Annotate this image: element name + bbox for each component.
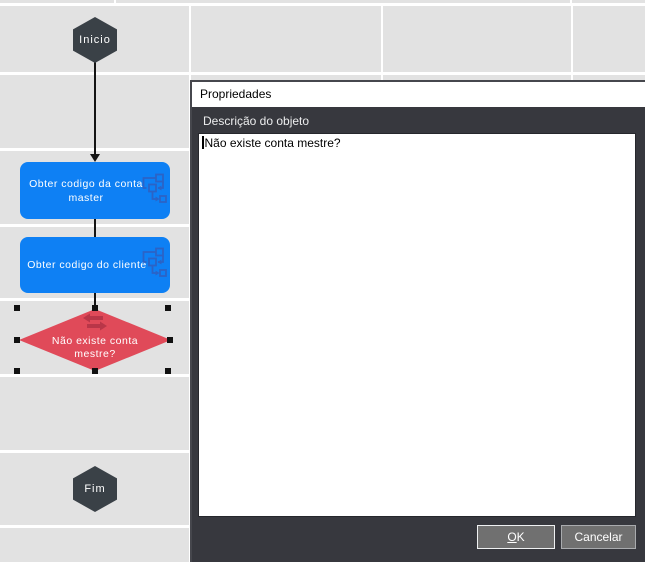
selection-handle[interactable]	[165, 368, 171, 374]
grid-tick	[114, 0, 116, 3]
subprocess-icon	[140, 247, 167, 283]
text-caret	[202, 136, 204, 149]
grid-cell	[0, 528, 189, 562]
description-label: Descrição do objeto	[203, 114, 310, 128]
connector-line	[94, 62, 96, 154]
grid-cell	[191, 6, 381, 72]
node-process-master[interactable]: Obter codigo da conta master	[20, 162, 170, 219]
textarea-value: Não existe conta mestre?	[204, 136, 341, 150]
dialog-title-bar[interactable]: Propriedades	[192, 82, 645, 107]
node-label: Inicio	[79, 34, 111, 46]
grid-cell	[383, 6, 571, 72]
node-label: Obter codigo do cliente	[27, 259, 147, 271]
decision-arrows-icon	[82, 313, 108, 335]
selection-handle[interactable]	[14, 305, 20, 311]
node-label: Fim	[84, 483, 106, 495]
dialog-title: Propriedades	[200, 87, 272, 101]
properties-dialog: Propriedades Descrição do objeto Não exi…	[190, 80, 645, 562]
node-label: Obter codigo da conta master	[29, 177, 143, 204]
dialog-button-row: OK Cancelar	[477, 525, 636, 549]
grid-tick	[570, 0, 572, 3]
selection-handle[interactable]	[92, 368, 98, 374]
ok-button[interactable]: OK	[477, 525, 555, 549]
cancel-button[interactable]: Cancelar	[561, 525, 636, 549]
grid-cell	[573, 6, 645, 72]
connector-line	[94, 219, 96, 237]
node-process-client[interactable]: Obter codigo do cliente	[20, 237, 170, 293]
selection-handle[interactable]	[14, 368, 20, 374]
connector-line	[94, 293, 96, 306]
grid-cell	[0, 0, 645, 3]
arrowhead-icon	[90, 154, 100, 162]
selection-handle[interactable]	[92, 305, 98, 311]
grid-cell	[0, 377, 189, 450]
node-label: Não existe conta mestre?	[51, 335, 139, 360]
selection-handle[interactable]	[165, 305, 171, 311]
selection-handle[interactable]	[14, 337, 20, 343]
selection-handle[interactable]	[167, 337, 173, 343]
subprocess-icon	[140, 173, 167, 208]
description-textarea[interactable]: Não existe conta mestre?	[198, 133, 636, 517]
